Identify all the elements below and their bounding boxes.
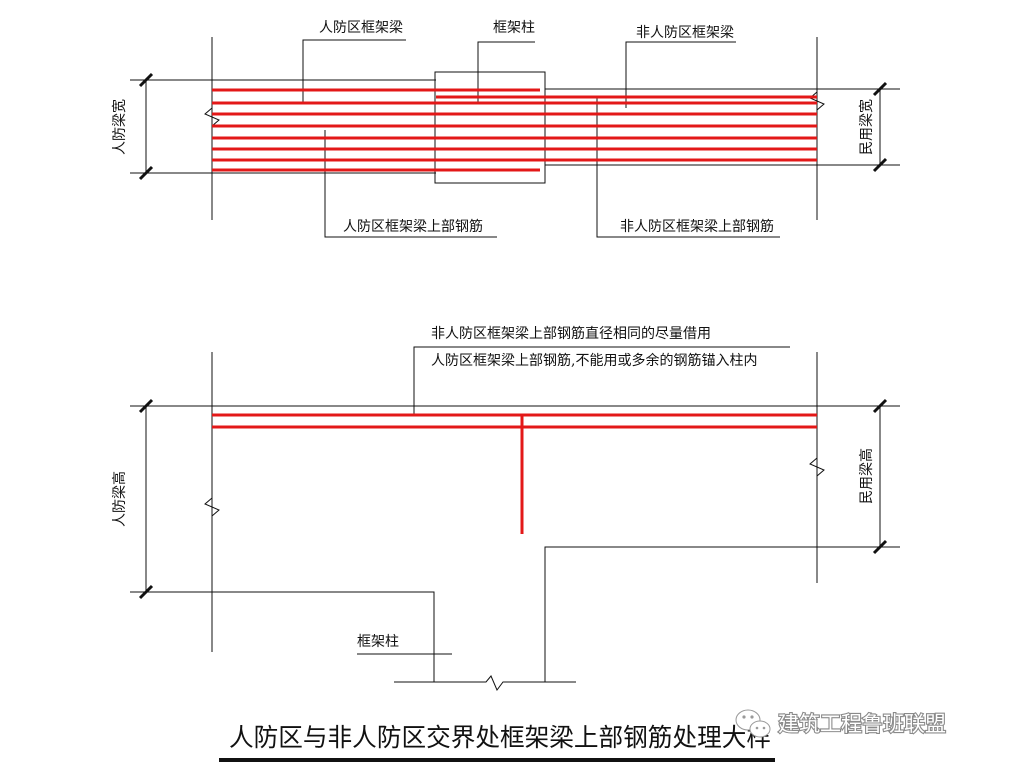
note-line-2: 人防区框架梁上部钢筋,不能用或多余的钢筋锚入柱内 <box>431 352 757 369</box>
civil-width-tick-bottom <box>872 157 888 173</box>
leader-column <box>477 41 535 103</box>
plan-rebars <box>212 88 817 172</box>
watermark: 建筑工程鲁班联盟 <box>735 709 947 738</box>
elev-right-break-mark <box>809 457 825 477</box>
label-rf-beam-height: 人防梁高 <box>111 471 128 527</box>
note-line-1: 非人防区框架梁上部钢筋直径相同的尽量借用 <box>431 325 711 342</box>
label-rf-beam-width: 人防梁宽 <box>111 99 128 155</box>
rf-beam-bottom-and-column-left <box>130 591 435 682</box>
rf-height-tick-top <box>138 398 154 414</box>
civil-beam-bottom-and-column-right <box>544 546 900 682</box>
leader-rf-top-rebar <box>324 130 497 238</box>
leader-note <box>413 346 790 415</box>
civil-height-tick-bottom <box>872 539 888 555</box>
elevation-rebars <box>212 413 817 534</box>
elev-left-break-mark <box>204 497 220 517</box>
plan-right-break-mark <box>809 91 825 111</box>
label-rf-frame-beam: 人防区框架梁 <box>319 20 403 36</box>
label-civil-beam-width: 民用梁宽 <box>858 99 875 155</box>
wechat-icon <box>735 709 771 738</box>
label-non-rf-top-rebar: 非人防区框架梁上部钢筋 <box>620 218 774 235</box>
leader-rf-beam <box>302 39 406 103</box>
elevation-view <box>130 346 900 691</box>
column-bottom-break-line <box>394 675 576 691</box>
plan-view <box>130 37 900 238</box>
rf-width-tick-top <box>138 72 154 88</box>
civil-height-tick-top <box>872 398 888 414</box>
plan-left-break-mark <box>204 107 220 127</box>
label-civil-beam-height: 民用梁高 <box>858 448 875 504</box>
rf-width-tick-bottom <box>138 165 154 181</box>
watermark-text: 建筑工程鲁班联盟 <box>778 712 946 736</box>
civil-width-tick-top <box>872 81 888 97</box>
rf-height-tick-bottom <box>138 584 154 600</box>
label-non-rf-frame-beam: 非人防区框架梁 <box>636 25 734 41</box>
label-plan-column: 框架柱 <box>493 20 535 36</box>
leader-non-rf-top-rebar <box>596 98 780 238</box>
drawing-title: 人防区与非人防区交界处框架梁上部钢筋处理大样 <box>229 723 771 752</box>
label-elev-column: 框架柱 <box>357 634 399 650</box>
label-rf-top-rebar: 人防区框架梁上部钢筋 <box>343 218 483 235</box>
leader-non-rf-beam <box>625 41 736 108</box>
